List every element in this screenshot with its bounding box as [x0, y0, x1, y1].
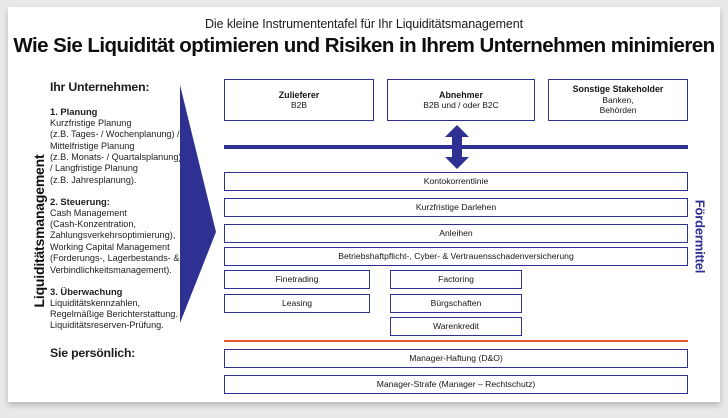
instrument-label: Factoring: [438, 274, 474, 285]
company-column: Ihr Unternehmen: 1. Planung Kurzfristige…: [50, 80, 190, 360]
personal-label: Manager-Strafe (Manager – Rechtschutz): [376, 379, 536, 390]
instrument-box-warenkredit[interactable]: Warenkredit: [390, 317, 522, 336]
vertical-label-foerdermittel: Fördermittel: [692, 199, 708, 274]
stakeholder-title: Abnehmer: [439, 89, 483, 100]
section-1-line-1: (z.B. Tages- / Wochenplanung) /: [50, 129, 180, 140]
section-3-line-2: Liquiditätsreserven-Prüfung.: [50, 320, 164, 331]
stakeholder-box-abnehmer[interactable]: Abnehmer B2B und / oder B2C: [387, 79, 535, 121]
instrument-box-kurzfristige-darlehen[interactable]: Kurzfristige Darlehen: [224, 198, 688, 217]
instrument-label: Bürgschaften: [430, 298, 482, 309]
section-2-line-3: Working Capital Management: [50, 241, 170, 252]
double-arrow-icon: [445, 125, 469, 169]
stakeholder-title: Zulieferer: [278, 89, 320, 100]
page-title: Wie Sie Liquidität optimieren und Risike…: [13, 34, 715, 57]
stakeholder-subtitle: B2B: [290, 100, 308, 110]
section-3-line-0: Liquiditätskennzahlen,: [50, 297, 140, 308]
instrument-box-buergschaften[interactable]: Bürgschaften: [390, 294, 522, 313]
section-2-line-0: Cash Management: [50, 207, 127, 218]
stakeholder-box-sonstige[interactable]: Sonstige Stakeholder Banken, Behörden: [548, 79, 688, 121]
instrument-box-anleihen[interactable]: Anleihen: [224, 224, 688, 243]
spacer: [50, 186, 190, 196]
instrument-box-betriebshaftpflicht[interactable]: Betriebshaftpflicht-, Cyber- & Vertrauen…: [224, 247, 688, 266]
process-arrow-icon: [180, 85, 216, 323]
stakeholder-subtitle: B2B und / oder B2C: [423, 100, 499, 110]
infographic-card: Die kleine Instrumententafel für Ihr Liq…: [8, 7, 720, 402]
instrument-label: Finetrading: [275, 274, 319, 285]
section-1-line-4: / Langfristige Planung: [50, 163, 138, 174]
section-3-line-1: Regelmäßige Berichterstattung.: [50, 308, 178, 319]
section-2-line-5: Verbindlichkeitsmanagement).: [50, 264, 172, 275]
section-2-line-1: (Cash-Konzentration,: [50, 219, 136, 230]
stakeholder-title: Sonstige Stakeholder: [572, 84, 664, 95]
personal-box-manager-strafe[interactable]: Manager-Strafe (Manager – Rechtschutz): [224, 375, 688, 394]
page-subtitle: Die kleine Instrumententafel für Ihr Liq…: [205, 17, 523, 31]
personal-box-manager-haftung[interactable]: Manager-Haftung (D&O): [224, 349, 688, 368]
instrument-box-leasing[interactable]: Leasing: [224, 294, 370, 313]
stakeholder-subtitle-line2: Behörden: [599, 105, 637, 116]
instrument-label: Kontokorrentlinie: [423, 176, 489, 187]
company-heading: Ihr Unternehmen:: [50, 80, 150, 94]
instrument-box-factoring[interactable]: Factoring: [390, 270, 522, 289]
personal-label: Manager-Haftung (D&O): [409, 353, 503, 364]
vertical-label-liquiditaetsmanagement: Liquiditätsmanagement: [31, 154, 47, 308]
section-2-line-4: (Forderungs-, Lagerbestands- &: [50, 253, 180, 264]
instrument-label: Kurzfristige Darlehen: [415, 202, 497, 213]
section-2-line-2: Zahlungsverkehrsoptimierung),: [50, 230, 176, 241]
instrument-label: Betriebshaftpflicht-, Cyber- & Vertrauen…: [338, 251, 574, 262]
instrument-box-kontokorrentlinie[interactable]: Kontokorrentlinie: [224, 172, 688, 191]
stakeholder-box-zulieferer[interactable]: Zulieferer B2B: [224, 79, 374, 121]
orange-divider-line: [224, 340, 688, 343]
section-1-line-3: (z.B. Monats- / Quartalsplanung): [50, 152, 182, 163]
section-1-line-0: Kurzfristige Planung: [50, 117, 132, 128]
stakeholder-subtitle-line1: Banken,: [602, 94, 634, 105]
section-1-line-5: (z.B. Jahresplanung).: [50, 174, 137, 185]
instrument-label: Anleihen: [439, 228, 473, 239]
section-2-title: 2. Steuerung:: [50, 196, 110, 208]
section-3-title: 3. Überwachung: [50, 286, 123, 298]
instrument-label: Warenkredit: [432, 321, 479, 332]
personal-heading: Sie persönlich:: [50, 345, 136, 360]
section-1-title: 1. Planung: [50, 106, 98, 118]
section-1-line-2: Mittelfristige Planung: [50, 140, 135, 151]
instrument-label: Leasing: [281, 298, 313, 309]
instrument-box-finetrading[interactable]: Finetrading: [224, 270, 370, 289]
spacer: [50, 276, 190, 286]
